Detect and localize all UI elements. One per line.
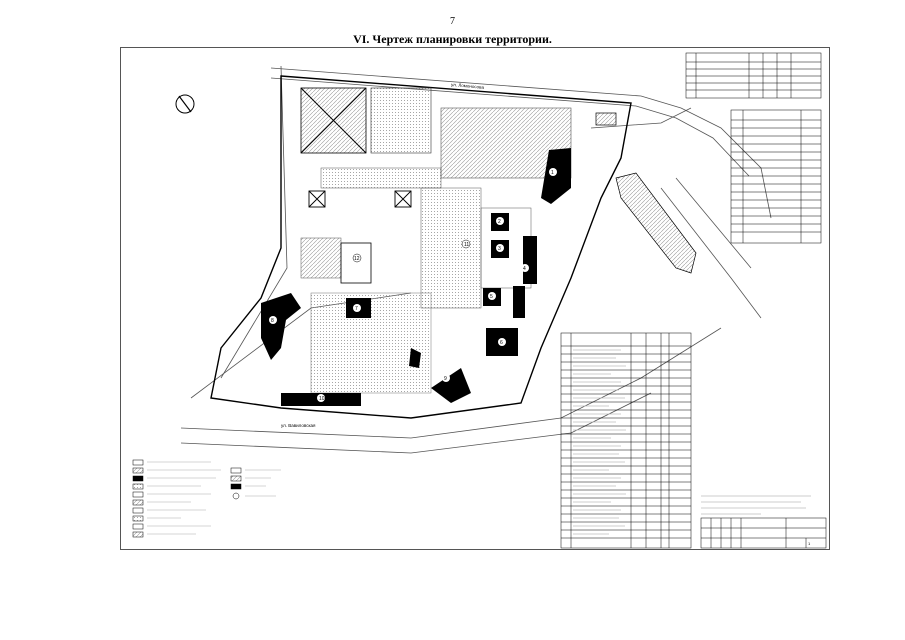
nw-compound [300,87,432,154]
building-label: 2 [498,219,501,225]
title-block [700,517,827,549]
building-numbers: 1 2 3 4 5 6 7 8 9 10 11 12 [269,168,557,402]
building-label: 3 [498,246,501,252]
drawing-sheet: ул. Ломоносова ул. Вавиловская [120,47,830,550]
building-label: 8 [271,318,274,324]
page-number: 7 [450,16,455,27]
site-plan-drawing: ул. Ломоносова ул. Вавиловская [132,52,827,549]
notes [701,495,811,515]
explication-table-text [573,349,626,535]
building-label: 9 [444,376,447,382]
building-label: 12 [354,256,360,262]
table-right-middle [730,109,822,244]
cross-buildings [308,190,412,208]
building-label: 6 [500,340,503,346]
ne-building-chain [595,112,697,274]
street-label-bottom: ул. Вавиловская [281,423,316,428]
territory-boundary [210,75,632,419]
legend [132,459,281,538]
building-label: 10 [319,396,325,402]
page-title: VI. Чертеж планировки территории. [353,32,552,46]
building-label: 7 [355,306,358,312]
explication-table [560,332,692,549]
building-label: 4 [523,266,526,272]
north-arrow-icon [175,94,195,114]
sheet-number: 1 [808,541,811,546]
building-label: 5 [490,294,493,300]
built-up-area [300,107,572,394]
street-label-top: ул. Ломоносова [451,82,485,90]
building-label: 11 [464,242,469,248]
table-top-right [685,52,822,99]
building-label: 1 [551,170,554,176]
